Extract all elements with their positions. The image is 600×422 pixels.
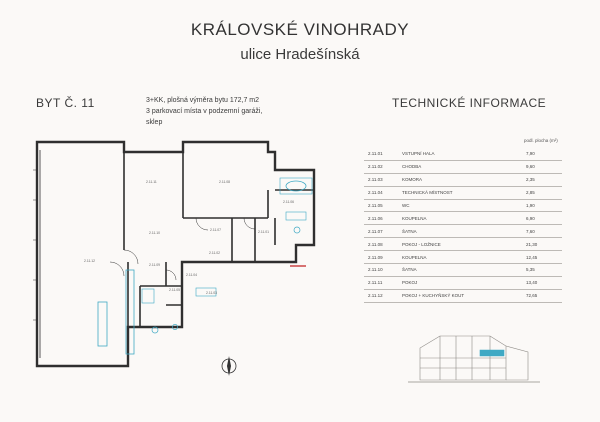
- shower: [141, 288, 155, 304]
- room-code-label: 2.11.08: [219, 180, 230, 184]
- room-code: 2.11.12: [364, 289, 402, 303]
- room-code: 2.11.11: [364, 276, 402, 290]
- room-name: POKOJ: [402, 276, 502, 290]
- room-code: 2.11.01: [364, 148, 402, 161]
- room-name: CHODBA: [402, 160, 502, 174]
- north-arrow-icon: [221, 356, 237, 376]
- page-subtitle: ulice Hradešínská: [240, 46, 360, 63]
- room-code-label: 2.11.12: [84, 259, 95, 263]
- room-name: VSTUPNÍ HALA: [402, 148, 502, 161]
- room-code-label: 2.11.02: [209, 251, 220, 255]
- toilet: [293, 226, 301, 234]
- room-name: WC: [402, 199, 502, 213]
- room-code-label: 2.11.05: [169, 288, 180, 292]
- room-area: 13,40: [502, 276, 562, 290]
- room-area: 12,45: [502, 250, 562, 265]
- room-code: 2.11.06: [364, 211, 402, 226]
- door-arc: [165, 269, 177, 281]
- interior-wall: [123, 152, 314, 327]
- room-code: 2.11.10: [364, 263, 402, 277]
- room-area: 7,90: [502, 148, 562, 161]
- room-code-label: 2.11.04: [186, 273, 197, 277]
- room-code: 2.11.07: [364, 224, 402, 239]
- unit-desc-line-3: sklep: [146, 119, 163, 126]
- room-code-label: 2.11.01: [258, 230, 269, 234]
- room-name: KOUPELNA: [402, 250, 502, 265]
- building-sketch-illustration: [408, 335, 540, 383]
- room-name: KOUPELNA: [402, 211, 502, 226]
- technical-info-title: TECHNICKÉ INFORMACE: [392, 96, 547, 110]
- room-code-label: 2.11.11: [146, 180, 157, 184]
- bathtub-frame: [279, 177, 313, 195]
- room-name: TECHNICKÁ MÍSTNOST: [402, 186, 502, 200]
- kitchen-counter: [125, 269, 135, 355]
- door-arc: [123, 249, 139, 265]
- room-code: 2.11.03: [364, 173, 402, 187]
- room-code: 2.11.08: [364, 237, 402, 252]
- room-code-label: 2.11.03: [206, 291, 217, 295]
- room-code-label: 2.11.06: [283, 200, 294, 204]
- unit-label: BYT Č. 11: [36, 96, 95, 110]
- room-code: 2.11.04: [364, 186, 402, 200]
- room-code-label: 2.11.09: [149, 263, 160, 267]
- room-name: KOMORA: [402, 173, 502, 187]
- room-area: 2,85: [502, 186, 562, 200]
- room-name: ŠATNA: [402, 224, 502, 239]
- door-arc: [243, 217, 256, 230]
- room-code: 2.11.05: [364, 199, 402, 213]
- room-code-label: 2.11.10: [149, 231, 160, 235]
- room-code: 2.11.09: [364, 250, 402, 265]
- room-code-label: 2.11.07: [210, 228, 221, 232]
- room-name: ŠATNA: [402, 263, 502, 277]
- outer-wall: [35, 140, 316, 368]
- room-area: 9,60: [502, 160, 562, 174]
- room-name: POKOJ + KUCHYŇSKÝ KOUT: [402, 289, 502, 303]
- unit-desc-line-2: 3 parkovací místa v podzemní garáži,: [146, 108, 263, 115]
- room-area: 21,30: [502, 237, 562, 252]
- page-title: KRÁLOVSKÉ VINOHRADY: [190, 20, 410, 39]
- door-arc: [195, 217, 209, 231]
- area-column-header: podl. plocha (m²): [524, 138, 558, 143]
- room-area: 5,35: [502, 263, 562, 277]
- sink: [151, 326, 159, 334]
- unit-description: 3+KK, plošná výměra bytu 172,7 m2 3 park…: [146, 95, 286, 128]
- room-labels: 2.11.12 2.11.11 2.11.08 2.11.10 2.11.07 …: [84, 180, 294, 295]
- room-area: 2,35: [502, 173, 562, 187]
- room-code: 2.11.02: [364, 160, 402, 174]
- kitchen-island: [97, 301, 108, 347]
- room-name: POKOJ - LOŽNICE: [402, 237, 502, 252]
- bathtub: [285, 180, 307, 192]
- toilet: [172, 324, 178, 330]
- room-area: 72,65: [502, 289, 562, 303]
- unit-desc-line-1: 3+KK, plošná výměra bytu 172,7 m2: [146, 97, 260, 104]
- room-area: 7,60: [502, 224, 562, 239]
- window-marks: [33, 169, 37, 321]
- door-arc: [109, 261, 125, 277]
- washing-machine: [285, 211, 307, 221]
- washing-machine: [195, 287, 217, 297]
- room-area: 1,90: [502, 199, 562, 213]
- room-area: 6,90: [502, 211, 562, 226]
